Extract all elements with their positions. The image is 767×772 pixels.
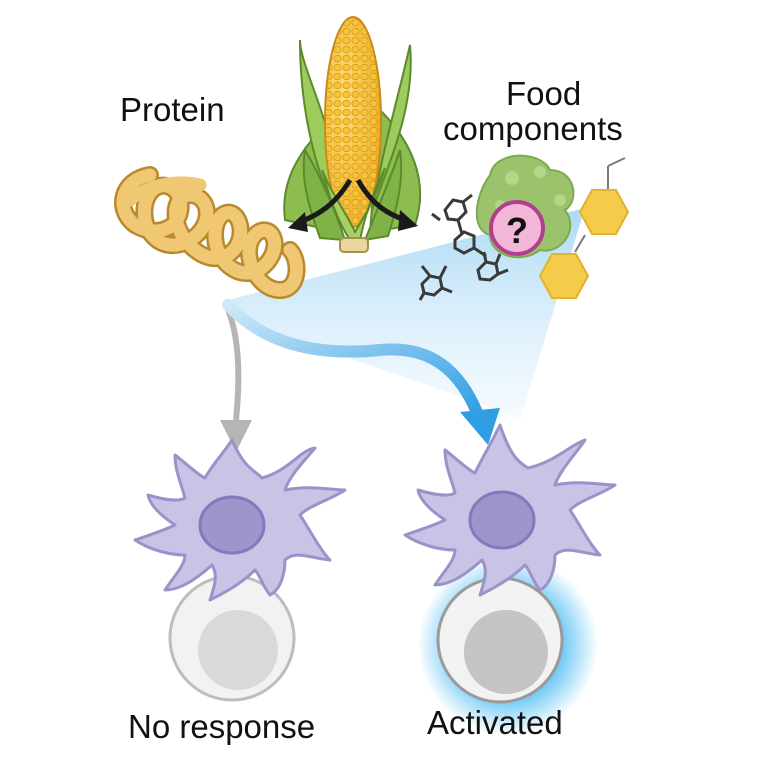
question-icon: ? [489, 200, 545, 256]
left-cell-pair [133, 438, 347, 702]
protein-coil-icon [114, 166, 306, 300]
food-components-label-line1: Food [506, 75, 582, 112]
right-cell-pair [403, 423, 617, 735]
protein-label: Protein [120, 91, 225, 128]
dendritic-cell-icon-activated [403, 423, 617, 597]
corn-arrows [288, 178, 418, 232]
no-response-label: No response [128, 708, 316, 745]
food-components: ? [418, 154, 630, 301]
blue-arrow [222, 299, 500, 445]
question-mark: ? [506, 210, 528, 251]
activated-label: Activated [427, 704, 563, 741]
molecule-icon [418, 193, 509, 301]
dendritic-cell-icon [133, 438, 347, 602]
corn-icon [283, 16, 422, 253]
hexagon-icon [538, 157, 630, 299]
t-cell-icon-activated [436, 576, 564, 704]
t-cell-icon [168, 574, 296, 702]
food-components-label-line2: components [443, 110, 623, 147]
